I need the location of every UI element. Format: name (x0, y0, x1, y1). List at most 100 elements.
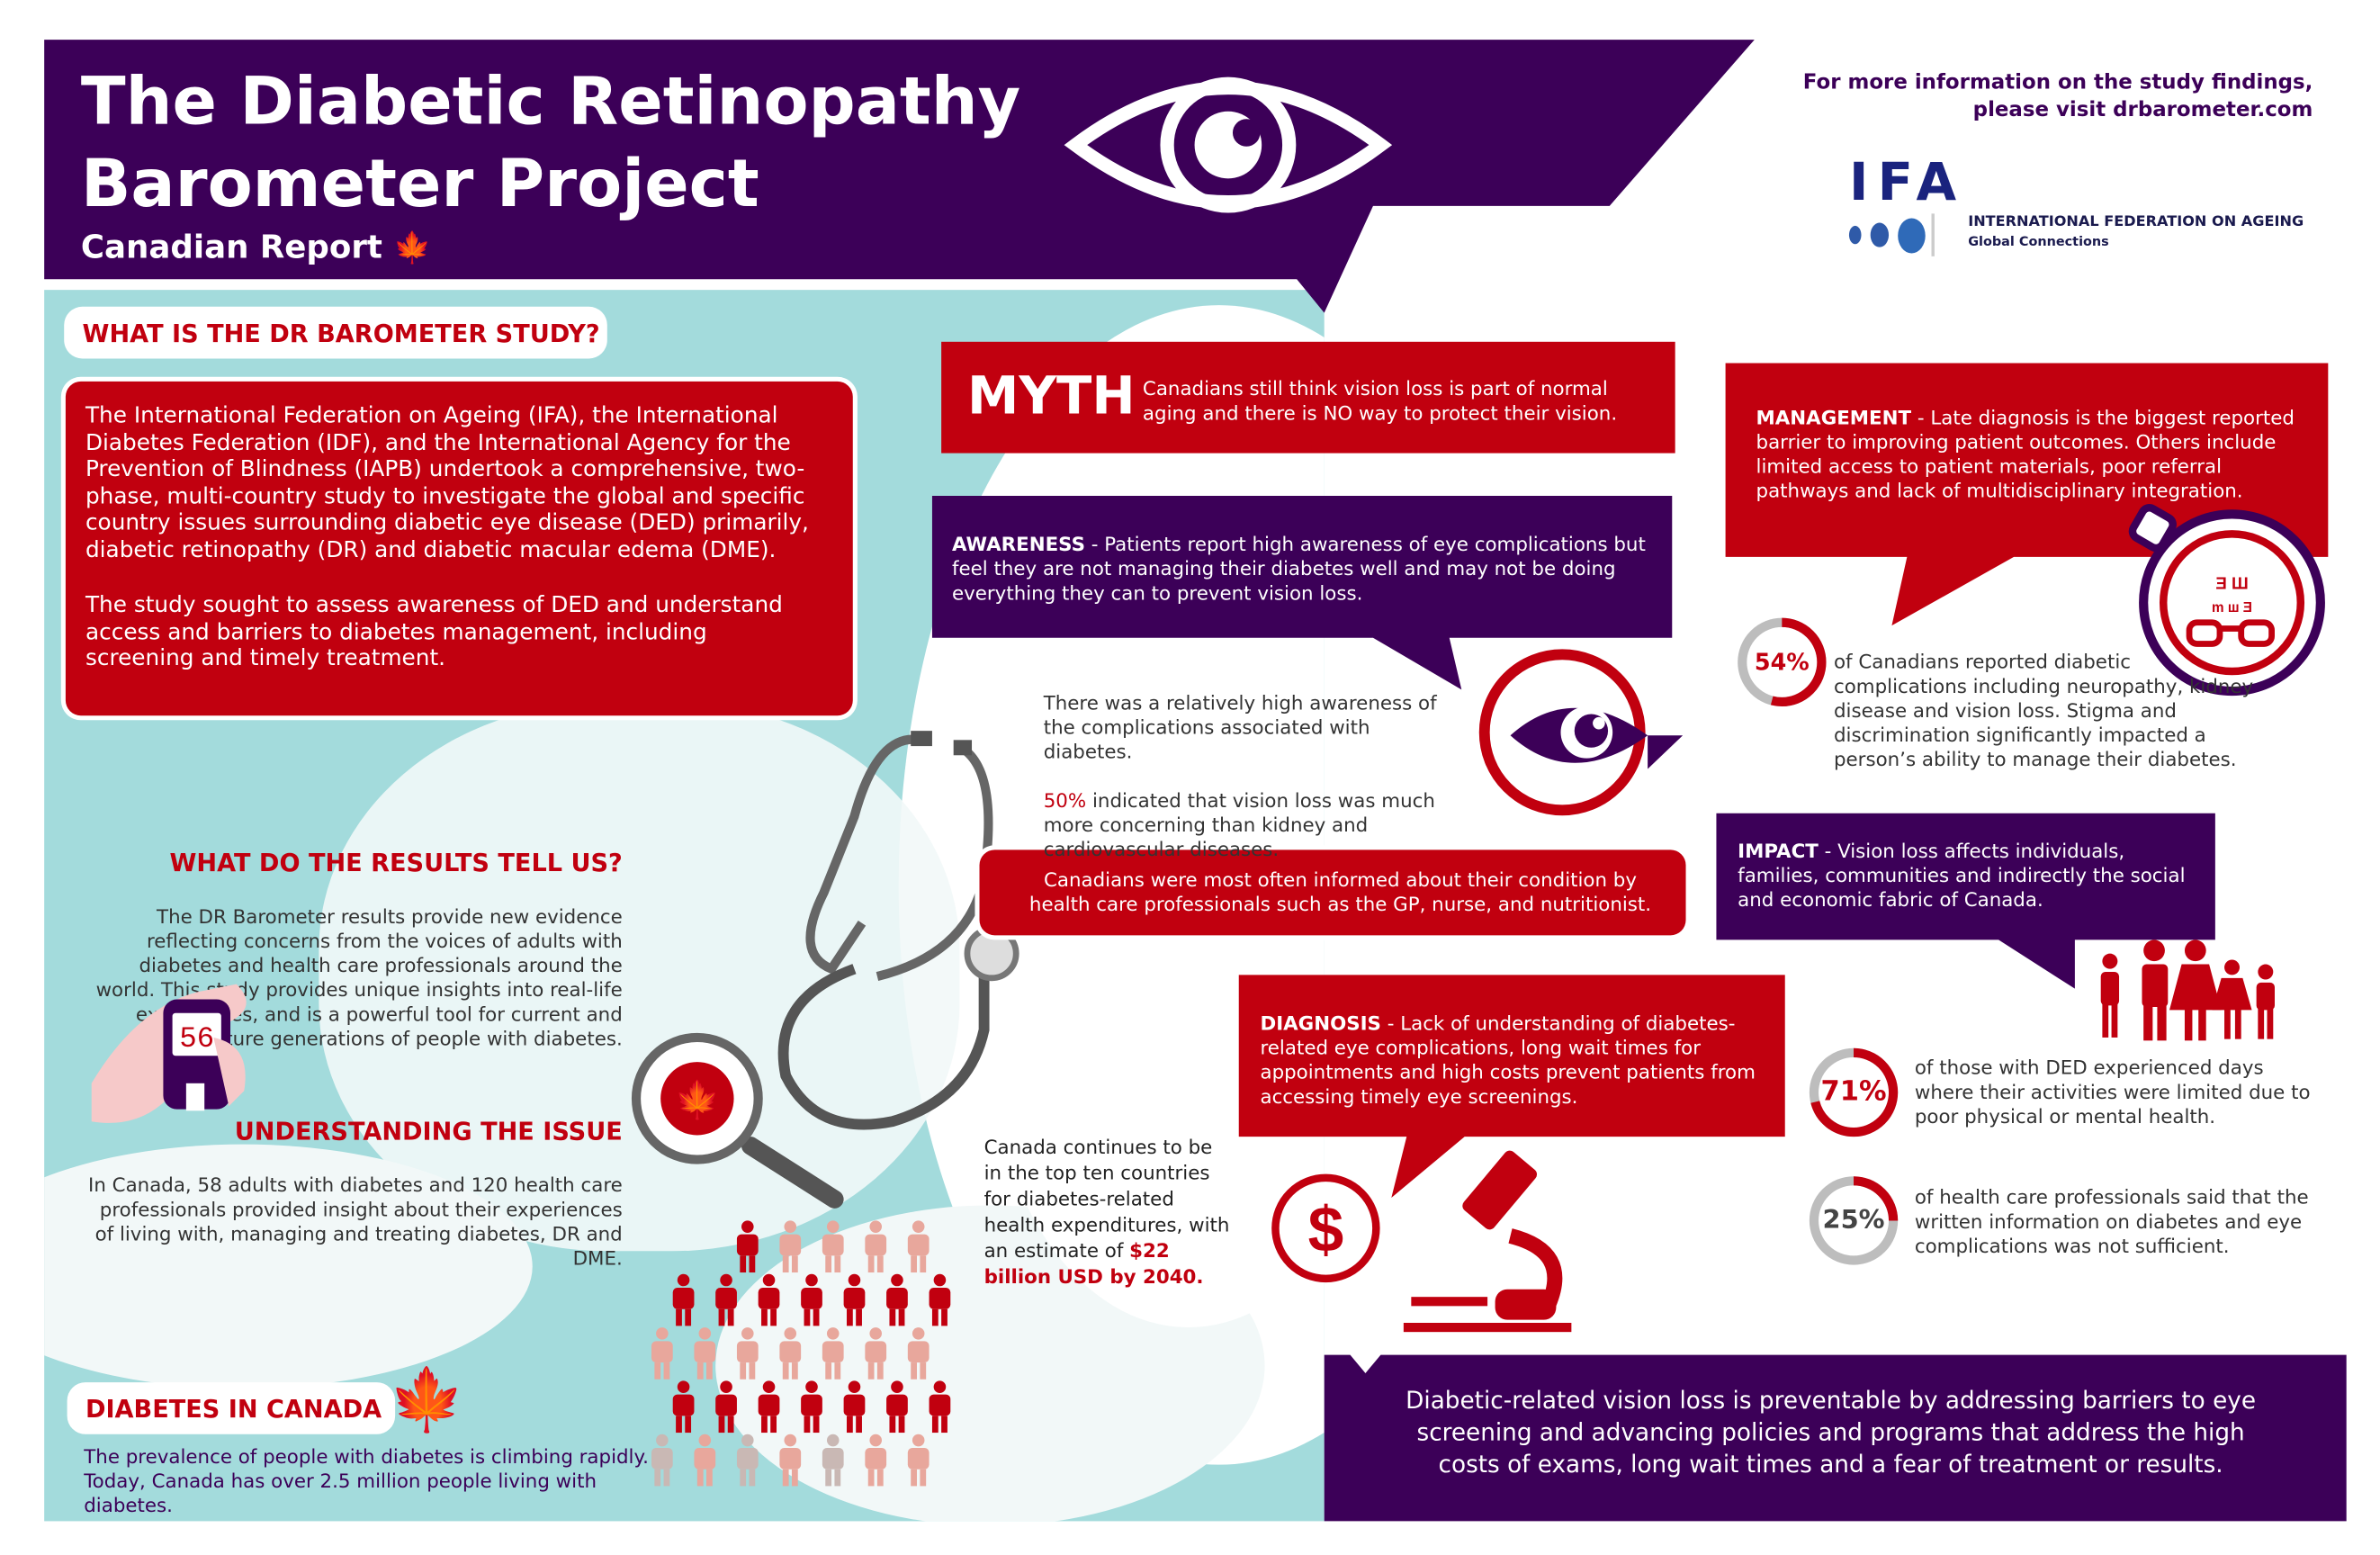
person-icon (650, 1434, 674, 1487)
person-icon (906, 1220, 930, 1273)
logo-letters: IFA (1848, 152, 1966, 214)
person-icon (799, 1380, 823, 1434)
stat-71-text: of those with DED experienced days where… (1914, 1056, 2311, 1128)
diabetes-canada-text: The prevalence of people with diabetes i… (84, 1444, 649, 1517)
page-title: The Diabetic Retinopathy Barometer Proje… (81, 61, 1020, 226)
results-text: The DR Barometer results provide new evi… (95, 904, 623, 1050)
logo-name: INTERNATIONAL FEDERATION ON AGEING (1968, 213, 2304, 231)
diagnosis-box-text: DIAGNOSIS - Lack of understanding of dia… (1260, 1011, 1778, 1110)
study-heading-pill: WHAT IS THE DR BAROMETER STUDY? (64, 306, 607, 359)
person-icon (714, 1273, 738, 1326)
awareness-label: AWARENESS (951, 532, 1085, 556)
impact-text: - Vision loss affects individuals, famil… (1738, 839, 2186, 912)
person-icon (714, 1380, 738, 1434)
subtitle: Canadian Report 🍁 (81, 229, 432, 265)
person-icon (928, 1380, 952, 1434)
person-icon (693, 1434, 717, 1487)
diagnosis-text: - Lack of understanding of diabetes-rela… (1260, 1011, 1756, 1108)
person-icon (821, 1434, 845, 1487)
awareness-stat: 50% (1043, 788, 1087, 813)
person-icon (799, 1273, 823, 1326)
conclusion-text: Diabetic-related vision loss is preventa… (1406, 1387, 2257, 1479)
impact-box-text: IMPACT - Vision loss affects individuals… (1738, 840, 2203, 912)
title-line-1: The Diabetic Retinopathy (80, 64, 1021, 140)
stat-71: 71% of those with DED experienced days w… (1808, 1047, 2311, 1146)
ifa-logo: IFA INTERNATIONAL FEDERATION ON AGEING G… (1848, 152, 2304, 256)
awareness-text: - Patients report high awareness of eye … (951, 532, 1646, 605)
more-info: For more information on the study findin… (1755, 68, 2313, 123)
person-icon (735, 1220, 759, 1273)
donut-chart-54 (1738, 617, 1827, 707)
magnifier-maple-icon: 🍁 (631, 1032, 844, 1209)
person-icon (671, 1273, 696, 1326)
person-icon (906, 1327, 930, 1380)
management-text: - Late diagnosis is the biggest reported… (1756, 406, 2295, 502)
person-icon (864, 1220, 888, 1273)
svg-text:Ǝ Ш: Ǝ Ш (2215, 573, 2248, 592)
diabetes-canada-heading: DIABETES IN CANADA (85, 1394, 382, 1424)
diagnosis-label: DIAGNOSIS (1260, 1011, 1381, 1035)
person-icon (778, 1327, 803, 1380)
myth-label: MYTH (966, 365, 1136, 427)
person-icon (735, 1327, 759, 1380)
awareness-stat-text: indicated that vision loss was much more… (1043, 788, 1435, 861)
glucose-meter-icon: 56 (91, 984, 247, 1123)
study-heading: WHAT IS THE DR BAROMETER STUDY? (82, 319, 600, 348)
title-line-2: Barometer Project (80, 146, 759, 223)
management-box-text: MANAGEMENT - Late diagnosis is the bigge… (1756, 406, 2305, 504)
informed-box: Canadians were most often informed about… (979, 849, 1686, 936)
issue-text: In Canada, 58 adults with diabetes and 1… (88, 1173, 623, 1270)
person-icon (885, 1273, 909, 1326)
maple-leaf-icon: 🍁 (393, 229, 432, 266)
stat-25-label: 25% (1822, 1205, 1885, 1236)
person-icon (821, 1220, 845, 1273)
person-icon (778, 1220, 803, 1273)
logo-tagline: Global Connections (1968, 235, 2109, 251)
logo-dots-icon (1848, 213, 1971, 256)
donut-fill (1809, 1047, 1899, 1137)
meter-reading: 56 (179, 1022, 214, 1056)
donut-fill (1738, 617, 1827, 707)
svg-text:$: $ (1308, 1194, 1344, 1265)
dollar-icon: $ (1271, 1173, 1380, 1283)
person-icon (650, 1327, 674, 1380)
person-icon (864, 1327, 888, 1380)
donut-chart-25 (1809, 1176, 1899, 1265)
subtitle-text: Canadian Report (80, 229, 382, 266)
eye-icon (1064, 76, 1393, 213)
study-paragraph-2: The study sought to assess awareness of … (85, 591, 783, 672)
stat-25: 25% of health care professionals said th… (1808, 1175, 2309, 1274)
awareness-detail: There was a relatively high awareness of… (1044, 691, 1463, 862)
website-link[interactable]: please visit drbarometer.com (1972, 97, 2313, 122)
expenditure-text: Canada continues to be in the top ten co… (983, 1135, 1230, 1263)
study-box: The International Federation on Ageing (… (65, 381, 853, 716)
person-icon (885, 1380, 909, 1434)
diabetes-canada-pill: DIABETES IN CANADA (67, 1382, 396, 1434)
myth-box: MYTH Canadians still think vision loss i… (941, 341, 1675, 454)
family-icon (2100, 939, 2275, 1041)
person-icon (671, 1380, 696, 1434)
person-icon (735, 1434, 759, 1487)
maple-leaf-icon: 🍁 (389, 1367, 465, 1434)
person-icon (821, 1327, 845, 1380)
expenditure: Canada continues to be in the top ten co… (984, 1134, 1236, 1290)
awareness-box-text: AWARENESS - Patients report high awarene… (952, 533, 1666, 606)
myth-text: Canadians still think vision loss is par… (1142, 376, 1618, 425)
issue-heading: UNDERSTANDING THE ISSUE (234, 1117, 623, 1146)
stat-71-label: 71% (1820, 1075, 1887, 1108)
svg-text:m ш Ǝ: m ш Ǝ (2212, 600, 2252, 616)
person-icon (906, 1434, 930, 1487)
donut-fill (1809, 1176, 1899, 1265)
microscope-icon (1403, 1150, 1572, 1333)
results-heading: WHAT DO THE RESULTS TELL US? (169, 848, 623, 877)
management-label: MANAGEMENT (1756, 406, 1912, 429)
person-icon (757, 1380, 781, 1434)
person-icon (842, 1380, 867, 1434)
person-icon (928, 1273, 952, 1326)
expenditure-highlight: $22 billion USD by 2040. (983, 1238, 1204, 1289)
eye-chart-glasses-icon: Ǝ Ш m ш Ǝ (2128, 504, 2325, 697)
study-paragraph-1: The International Federation on Ageing (… (85, 402, 809, 562)
svg-text:🍁: 🍁 (675, 1079, 721, 1120)
person-icon (778, 1434, 803, 1487)
